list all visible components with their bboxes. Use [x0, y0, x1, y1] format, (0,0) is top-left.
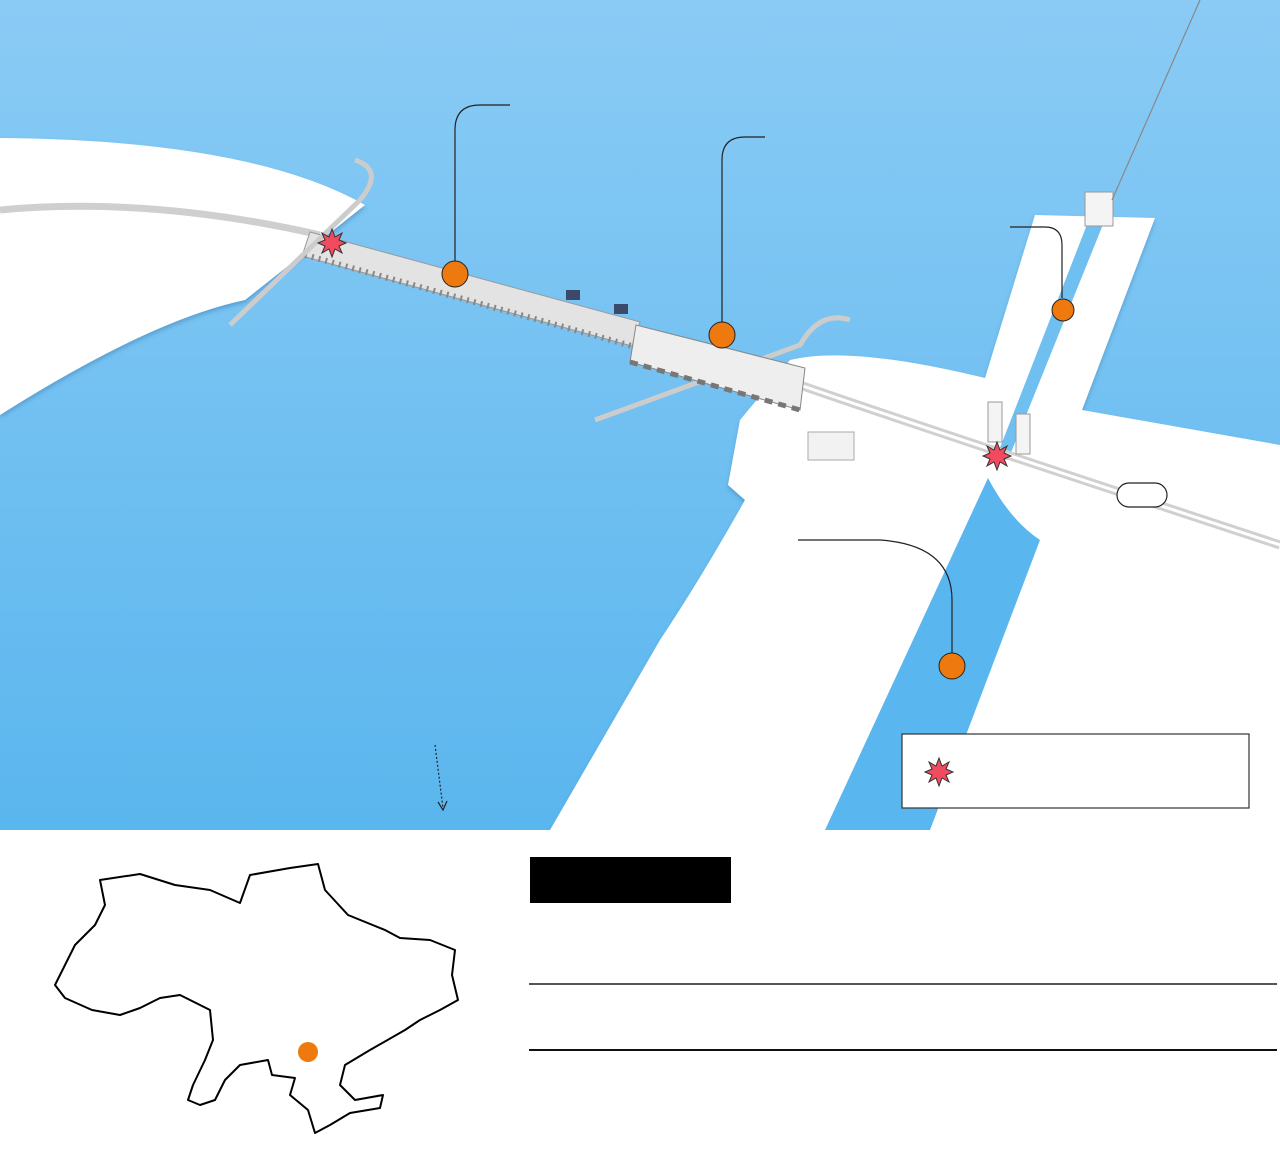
right-groyne: [594, 315, 851, 423]
explosion-star-icon: [982, 441, 1012, 471]
divider: [529, 1049, 1277, 1051]
title-label-box: [530, 857, 731, 903]
powerhouse: [629, 324, 806, 411]
ukraine-outline-map: [54, 863, 459, 1134]
dam-spillway: [301, 231, 641, 347]
left-groyne: [228, 157, 374, 327]
explosion-star-icon: [317, 228, 347, 258]
lock-gate-tower: [987, 401, 1003, 443]
divider: [529, 983, 1277, 985]
legend-explosion-star-icon: [924, 757, 954, 787]
upper-canal-channel: [996, 222, 1104, 460]
powerhouse-arches: [629, 359, 801, 413]
gantry-crane: [614, 304, 628, 314]
lock-tower: [1084, 191, 1114, 227]
location-dot-icon: [298, 1042, 318, 1062]
location-dot-icon: [441, 260, 1075, 680]
gantry-crane: [566, 290, 580, 300]
leader-lines: [454, 104, 1063, 653]
lock-gate-tower: [1015, 413, 1031, 455]
left-road: [0, 202, 321, 239]
side-building: [807, 431, 855, 461]
power-line: [1111, 0, 1201, 201]
arrow-head: [437, 800, 448, 812]
legend-box: [901, 733, 1250, 809]
dam-piers: [304, 252, 633, 349]
right-bank-land: [550, 215, 1280, 830]
lower-canal-water: [825, 478, 1040, 830]
road-center: [799, 383, 1280, 547]
direction-arrow: [434, 744, 444, 809]
road-oval-sign: [1116, 482, 1168, 508]
